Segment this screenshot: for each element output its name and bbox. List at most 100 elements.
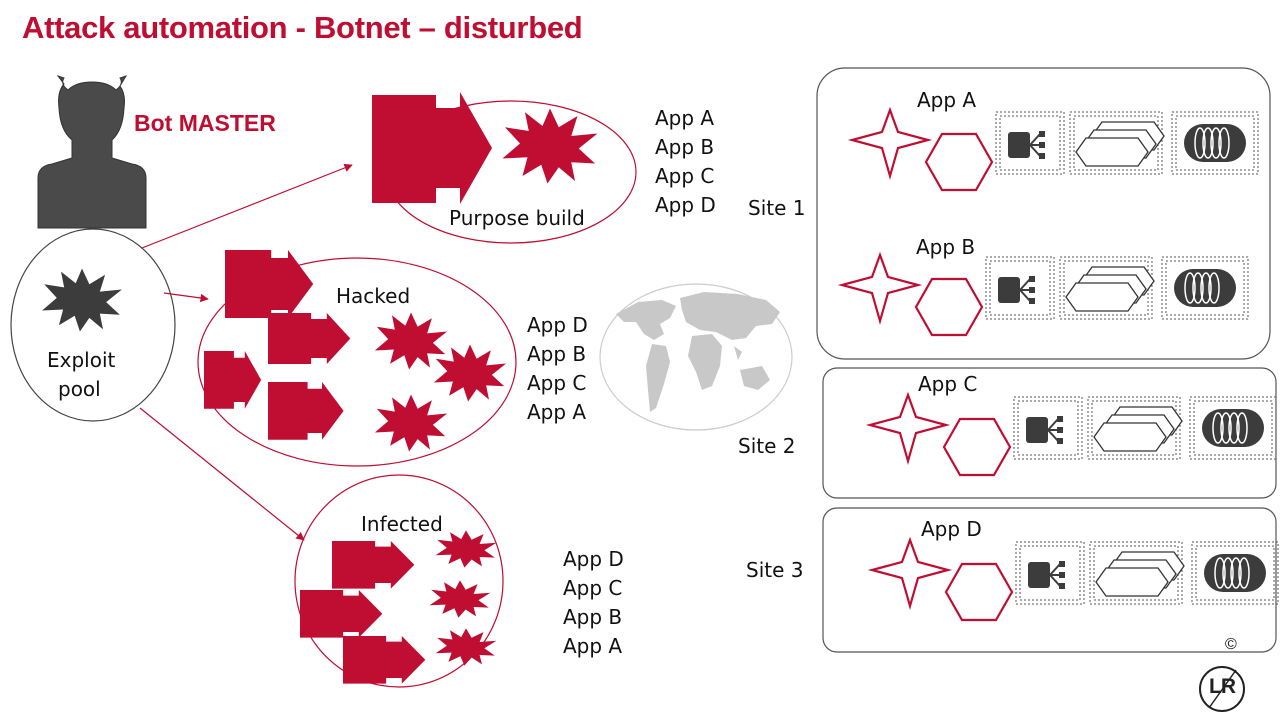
exploit-pool-label-line2: pool	[58, 377, 101, 401]
arrow-to-hacked	[163, 292, 209, 303]
list-item: App C	[527, 371, 587, 395]
copyright-mark: ©	[1225, 636, 1237, 653]
star-icon	[837, 251, 923, 326]
database-icon	[1204, 554, 1266, 592]
dotted-frame	[995, 111, 1065, 175]
purpose-build-attack-burst-icon	[502, 108, 598, 184]
dotted-frame	[1191, 541, 1279, 605]
list-item: App A	[563, 634, 623, 658]
dotted-frame	[985, 256, 1055, 320]
app-stack	[865, 391, 1277, 477]
dotted-frame-inner	[1063, 260, 1149, 316]
lr-logo-icon	[1199, 666, 1245, 712]
stacked-instances-icon	[1075, 121, 1165, 167]
hexagon-icon	[944, 562, 1014, 622]
site-3-box	[822, 507, 1277, 653]
dotted-frame	[1089, 541, 1183, 605]
dotted-frame-inner	[1195, 545, 1275, 601]
database-icon	[1174, 269, 1236, 307]
database-icon	[1202, 409, 1264, 447]
star-icon	[847, 106, 933, 181]
exploit-pool-circle	[10, 228, 176, 422]
dotted-frame-inner	[1193, 400, 1273, 456]
purpose-build-app-list: App A App B App C App D	[655, 104, 716, 220]
dotted-frame-inner	[1017, 400, 1079, 456]
app-stacks	[837, 106, 1279, 622]
arrow-to-purpose-build	[141, 163, 353, 249]
hexagon-icon	[924, 132, 994, 192]
dotted-frame	[1171, 111, 1259, 175]
hacked-server-arrow-icon	[268, 382, 344, 440]
app-stack	[867, 536, 1279, 622]
hacked-server-arrow-icon	[268, 313, 351, 364]
stacked-instances-icon	[1095, 551, 1185, 597]
purpose-build-label: Purpose build	[449, 206, 585, 230]
site-1-box	[816, 67, 1271, 360]
dotted-frame-inner	[1175, 115, 1255, 171]
site-2-app-c-label: App C	[918, 372, 978, 396]
hacked-attack-burst-icon	[374, 394, 448, 452]
infected-server-arrows	[300, 541, 426, 684]
dotted-frame-inner	[1073, 115, 1159, 171]
infected-attack-bursts	[429, 530, 497, 666]
hacked-attack-burst-icon	[374, 312, 448, 370]
hacked-app-list: App D App B App C App A	[527, 311, 588, 427]
world-map-icon	[599, 283, 793, 431]
list-item: App A	[527, 400, 587, 424]
infected-label: Infected	[361, 512, 443, 536]
site-3-label: Site 3	[746, 558, 804, 582]
bot-master-silhouette-icon	[37, 75, 147, 229]
dotted-frame-inner	[1091, 400, 1177, 456]
app-stack	[847, 106, 1259, 192]
app-stack	[837, 251, 1249, 337]
logo-text: LR	[1209, 675, 1236, 698]
exploit-pool-label-line1: Exploit	[47, 348, 116, 372]
dotted-frame	[1087, 396, 1181, 460]
dotted-frame-inner	[999, 115, 1061, 171]
network-node-icon	[1008, 131, 1045, 159]
stacked-instances-icon	[1065, 266, 1155, 312]
hacked-label: Hacked	[336, 284, 411, 308]
list-item: App B	[563, 605, 623, 629]
purpose-build-server-arrow-icon	[372, 92, 492, 204]
exploit-arrows	[139, 163, 353, 541]
list-item: App B	[527, 342, 587, 366]
site-1-app-a-label: App A	[917, 88, 977, 112]
stacked-instances-icon	[1093, 406, 1183, 452]
hacked-attack-burst-icon	[433, 344, 507, 402]
network-node-icon	[998, 276, 1035, 304]
star-icon	[865, 391, 951, 466]
dotted-frame	[1189, 396, 1277, 460]
hexagon-icon	[942, 417, 1012, 477]
dotted-frame	[1059, 256, 1153, 320]
infected-ellipse	[294, 474, 504, 688]
infected-server-arrow-icon	[332, 541, 415, 589]
bot-master-label: Bot MASTER	[134, 110, 276, 136]
infected-attack-burst-icon	[429, 580, 491, 618]
infected-app-list: App D App C App B App A	[563, 545, 624, 661]
list-item: App D	[655, 193, 716, 217]
site-3-app-d-label: App D	[921, 517, 982, 541]
hexagon-icon	[914, 277, 984, 337]
list-item: App C	[563, 576, 623, 600]
hacked-server-arrows	[204, 250, 351, 440]
infected-server-arrow-icon	[343, 636, 426, 684]
network-node-icon	[1028, 561, 1065, 589]
database-icon	[1184, 124, 1246, 162]
dotted-frame-inner	[1019, 545, 1081, 601]
list-item: App A	[655, 106, 715, 130]
dotted-frame	[1161, 256, 1249, 320]
hacked-ellipse	[197, 257, 517, 467]
dotted-frame	[1069, 111, 1163, 175]
hacked-server-arrow-icon	[225, 250, 314, 318]
dotted-frame-inner	[1093, 545, 1179, 601]
list-item: App D	[527, 313, 588, 337]
network-node-icon	[1026, 416, 1063, 444]
site-2-label: Site 2	[738, 434, 796, 458]
dotted-frame-inner	[989, 260, 1051, 316]
site-1-label: Site 1	[748, 196, 806, 220]
page-title: Attack automation - Botnet – disturbed	[22, 10, 583, 45]
list-item: App D	[563, 547, 624, 571]
